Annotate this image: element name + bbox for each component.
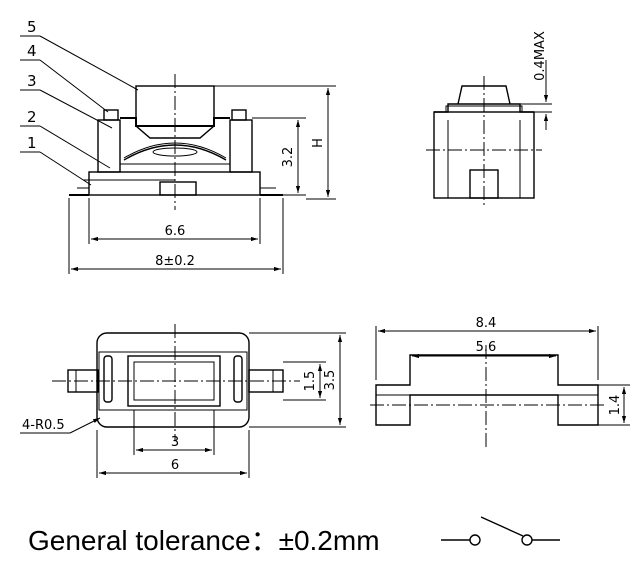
callout-5: 5 <box>27 18 37 36</box>
dim-r0-5: 4-R0.5 <box>22 418 65 433</box>
front-section-view: 5 4 3 2 1 6.6 8±0.2 3.2 H <box>20 18 336 274</box>
dim-6-6: 6.6 <box>165 224 186 239</box>
callout-4: 4 <box>27 42 37 60</box>
housing-left <box>97 119 121 173</box>
dim-8-4: 8.4 <box>476 316 497 331</box>
outline-body <box>375 354 599 426</box>
side-view: 0.4MAX <box>426 31 552 206</box>
base-slot <box>159 181 197 196</box>
dim-1-5: 1.5 <box>303 371 318 392</box>
dim-5-6: 5.6 <box>476 340 497 355</box>
cover-tab-right <box>231 109 247 121</box>
callout-2: 2 <box>27 108 37 126</box>
callout-3: 3 <box>27 72 37 90</box>
dim-0-4max: 0.4MAX <box>533 31 548 81</box>
dim-3-5: 3.5 <box>323 370 338 391</box>
cover-tab-left <box>103 109 119 121</box>
dim-6: 6 <box>171 458 179 473</box>
housing-right <box>229 119 253 173</box>
top-body <box>96 332 250 428</box>
tolerance-note: General tolerance：±0.2mm <box>28 525 380 556</box>
top-view: 4-R0.5 3 6 1.5 3.5 <box>20 324 346 478</box>
dim-8: 8±0.2 <box>155 254 195 269</box>
callout-1: 1 <box>27 134 37 152</box>
front-outline-view: 8.4 5.6 1.4 <box>370 316 630 450</box>
switch-symbol-icon <box>441 516 560 546</box>
dim-1-4: 1.4 <box>608 395 623 416</box>
dim-3: 3 <box>171 435 179 450</box>
dim-H: H <box>311 138 326 148</box>
dim-3-2: 3.2 <box>281 147 296 168</box>
